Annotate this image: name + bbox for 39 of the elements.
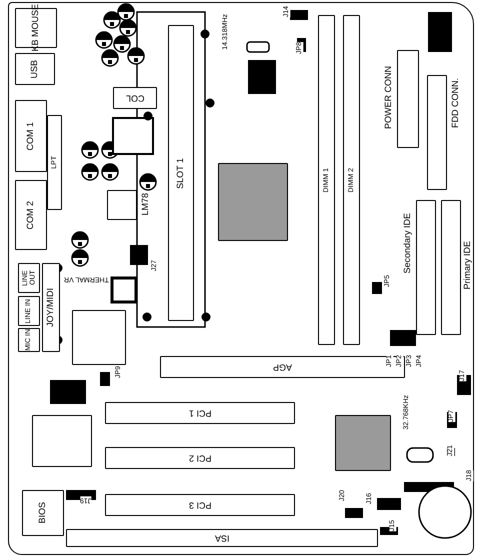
- component-box: [18, 296, 40, 326]
- component-label: COM 2: [26, 200, 36, 230]
- component-label: COL: [126, 93, 144, 103]
- component-box: [15, 180, 47, 250]
- component-box: [105, 494, 295, 516]
- component-label: Primary IDE: [463, 241, 472, 290]
- component-label: PCI 2: [188, 453, 212, 463]
- chip: [335, 415, 391, 471]
- component-box: [318, 15, 335, 345]
- component-box: [22, 490, 64, 536]
- component-label: POWER CONN: [384, 66, 394, 129]
- component-box: [47, 115, 62, 210]
- component-label: AGP: [272, 362, 292, 372]
- component-label: BIOS: [38, 502, 48, 524]
- component-box: [18, 263, 40, 293]
- component-box: [113, 87, 157, 109]
- component-label: FDD CONN.: [451, 78, 460, 128]
- component-box: [105, 447, 295, 469]
- component-label: SLOT 1: [176, 158, 186, 188]
- component-box: [343, 15, 360, 345]
- component-box: [105, 402, 295, 424]
- chip: [72, 310, 126, 365]
- component-label: COM 1: [26, 122, 36, 150]
- component-box: [15, 100, 47, 172]
- component-label: JOY/MIDI: [46, 288, 56, 327]
- component-box: [15, 53, 55, 85]
- component-box: [18, 328, 40, 352]
- chip: [32, 415, 92, 467]
- component-box: [160, 356, 405, 378]
- component-label: Secondary IDE: [403, 213, 412, 274]
- component-box: [66, 529, 378, 547]
- component-box: [168, 25, 194, 321]
- component-label: USB: [30, 60, 40, 78]
- component-label: PCI 1: [188, 408, 212, 418]
- component-label: LM78: [141, 193, 150, 216]
- component-label: ISA: [214, 533, 230, 543]
- chip: [218, 163, 288, 241]
- component-box: [42, 263, 60, 352]
- component-label: PCI 3: [188, 500, 212, 510]
